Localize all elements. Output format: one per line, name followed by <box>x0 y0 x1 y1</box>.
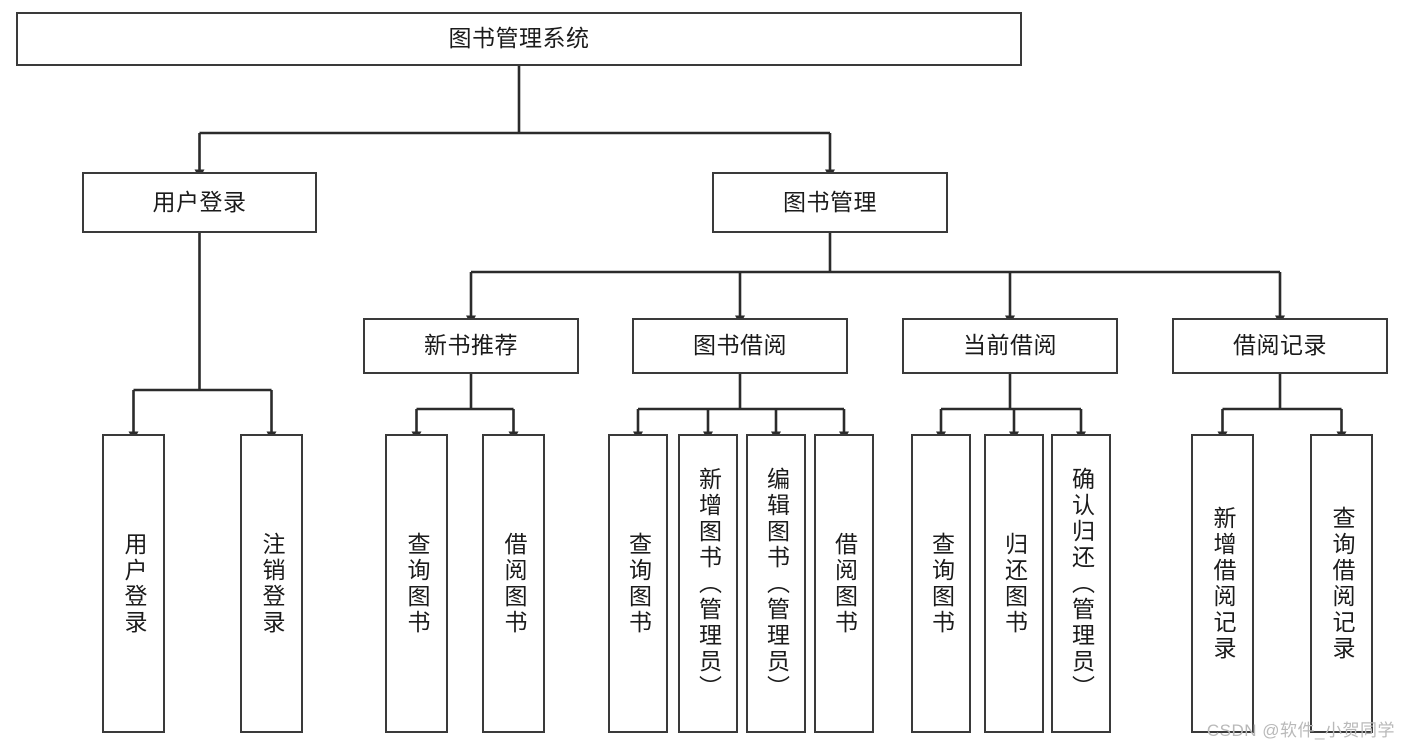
node-root-book-management-system[interactable]: 图书管理系统 <box>16 12 1022 66</box>
node-label: 当前借阅 <box>963 332 1057 359</box>
node-leaf-borrow-book-recommend[interactable]: 借阅图书 <box>482 434 545 733</box>
node-label: 新增借阅记录 <box>1210 505 1236 662</box>
node-leaf-return-book[interactable]: 归还图书 <box>984 434 1044 733</box>
node-label: 编辑图书（管理员） <box>763 466 790 701</box>
node-leaf-user-login[interactable]: 用户登录 <box>102 434 165 733</box>
node-current-borrow[interactable]: 当前借阅 <box>902 318 1118 374</box>
node-leaf-user-logout[interactable]: 注销登录 <box>240 434 303 733</box>
node-label: 借阅记录 <box>1233 332 1327 359</box>
node-label: 图书管理系统 <box>448 25 590 52</box>
node-leaf-query-book-current[interactable]: 查询图书 <box>911 434 971 733</box>
node-book-manage[interactable]: 图书管理 <box>712 172 948 233</box>
node-label: 确认归还（管理员） <box>1068 466 1095 701</box>
node-borrow-record[interactable]: 借阅记录 <box>1172 318 1388 374</box>
node-label: 查询借阅记录 <box>1329 505 1355 662</box>
node-label: 查询图书 <box>625 531 652 636</box>
node-leaf-query-book-borrow[interactable]: 查询图书 <box>608 434 668 733</box>
node-label: 图书管理 <box>783 188 877 215</box>
node-leaf-borrow-book[interactable]: 借阅图书 <box>814 434 874 733</box>
node-label: 图书借阅 <box>693 332 787 359</box>
node-leaf-query-borrow-record[interactable]: 查询借阅记录 <box>1310 434 1373 733</box>
node-label: 借阅图书 <box>831 531 858 636</box>
node-label: 查询图书 <box>404 531 430 636</box>
node-leaf-confirm-return[interactable]: 确认归还（管理员） <box>1051 434 1111 733</box>
watermark-text: CSDN @软件_小贺同学 <box>1206 721 1395 740</box>
node-label: 归还图书 <box>1001 531 1028 636</box>
node-label: 注销登录 <box>259 531 285 636</box>
node-user-login[interactable]: 用户登录 <box>82 172 317 233</box>
node-leaf-query-book-recommend[interactable]: 查询图书 <box>385 434 448 733</box>
node-label: 新书推荐 <box>424 332 518 359</box>
node-label: 查询图书 <box>928 531 955 636</box>
node-label: 新增图书（管理员） <box>695 466 722 701</box>
node-label: 借阅图书 <box>501 531 527 636</box>
node-label: 用户登录 <box>121 531 147 636</box>
node-leaf-add-borrow-record[interactable]: 新增借阅记录 <box>1191 434 1254 733</box>
node-book-borrow[interactable]: 图书借阅 <box>632 318 848 374</box>
node-new-book-recommend[interactable]: 新书推荐 <box>363 318 579 374</box>
node-leaf-add-book[interactable]: 新增图书（管理员） <box>678 434 738 733</box>
node-label: 用户登录 <box>152 188 247 215</box>
node-leaf-edit-book[interactable]: 编辑图书（管理员） <box>746 434 806 733</box>
